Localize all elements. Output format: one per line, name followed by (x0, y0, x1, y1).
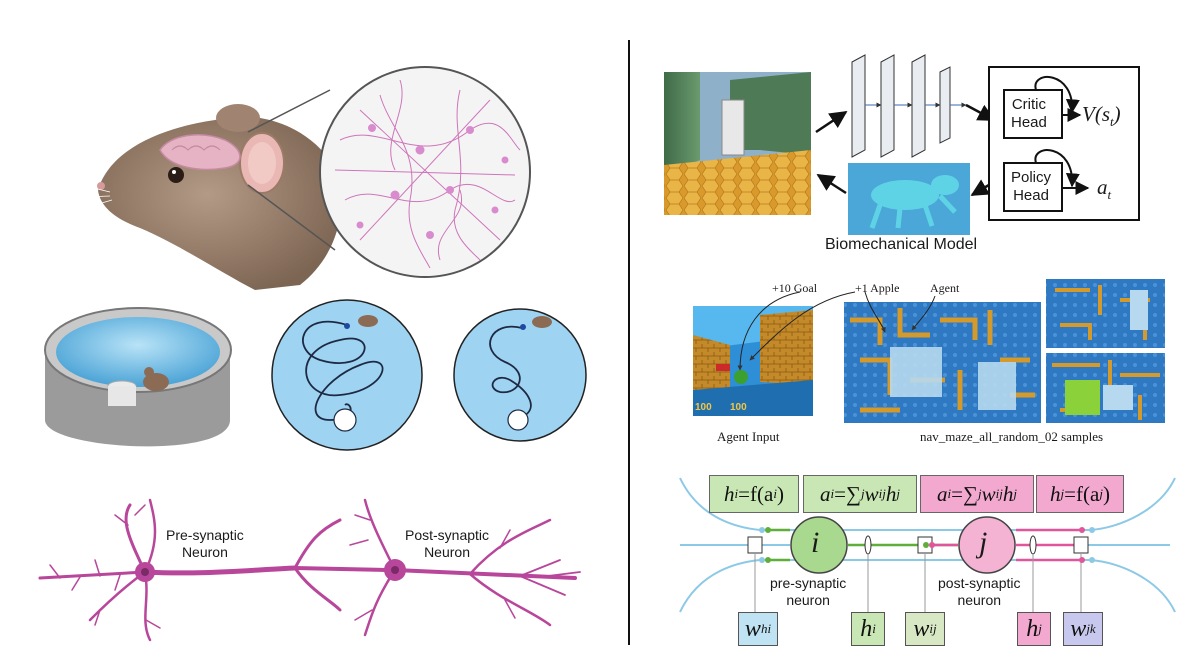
neural-network-magnified (320, 67, 530, 277)
maze-topdown-large (844, 302, 1041, 423)
node-i-label: i (811, 526, 819, 560)
biomech-label: Biomechanical Model (825, 236, 977, 254)
node-j-label: j (979, 526, 987, 560)
value-output-text: V(s (1082, 102, 1110, 126)
pre-synaptic-neuron-text: pre-synaptic neuron (770, 575, 846, 609)
post-synaptic-neuron-text: post-synaptic neuron (938, 575, 1020, 609)
arrow-to-cnn (816, 112, 846, 132)
pre-synaptic-label: Pre-synaptic Neuron (166, 527, 244, 561)
value-output-label: V(st) (1082, 102, 1121, 130)
maze-topdown-small-1 (1046, 279, 1165, 348)
pre-synaptic-neuron-drawing (40, 500, 385, 640)
biomechanical-rat-image (848, 163, 970, 235)
maze-topdown-small-2 (1046, 353, 1165, 423)
agent-input-label: Agent Input (717, 429, 779, 445)
annotation-apple: +1 Apple (855, 281, 899, 296)
critic-head-label: Critic Head (1011, 96, 1047, 132)
annotation-agent: Agent (930, 281, 959, 296)
search-path-long (272, 300, 422, 450)
cnn-layers (852, 55, 966, 157)
action-output-label: at (1097, 175, 1111, 203)
annotation-goal: +10 Goal (772, 281, 817, 296)
water-maze-tub (45, 308, 231, 446)
hud-value-2: 100 (730, 402, 747, 413)
maze-first-person-view (664, 72, 811, 215)
mouse-illustration (58, 90, 341, 290)
arrow-to-maze (818, 175, 846, 193)
post-synaptic-label: Post-synaptic Neuron (405, 527, 489, 561)
hud-value-1: 100 (695, 402, 712, 413)
policy-head-label: Policy Head (1011, 169, 1051, 205)
search-path-short (454, 309, 586, 441)
samples-label: nav_maze_all_random_02 samples (920, 429, 1103, 445)
